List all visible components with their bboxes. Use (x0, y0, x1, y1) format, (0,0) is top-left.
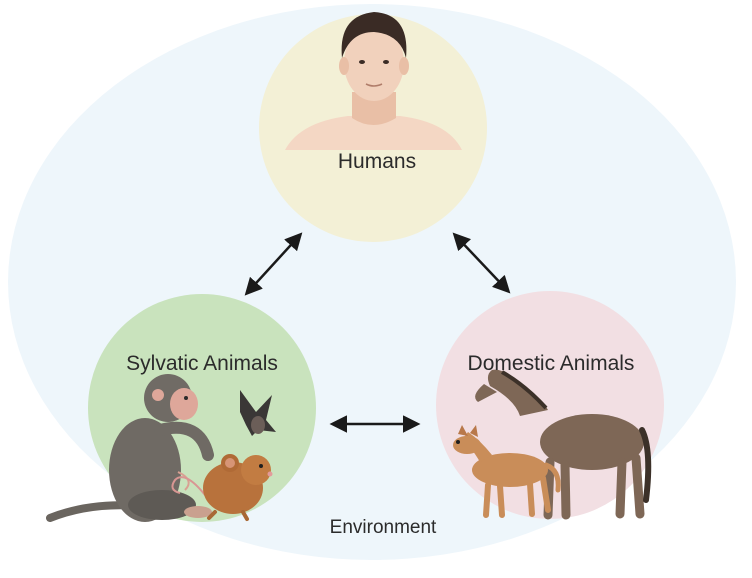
man-portrait-icon (285, 12, 462, 150)
domestic-animals-label: Domestic Animals (468, 352, 635, 375)
monkey-icon (46, 374, 214, 522)
sylvatic-animals-label: Sylvatic Animals (126, 352, 278, 375)
bat-icon (240, 390, 276, 436)
horse-icon (475, 369, 652, 520)
arrow-humans-domestic (452, 232, 511, 294)
arrow-humans-sylvatic (244, 232, 303, 296)
environment-label: Environment (330, 517, 437, 538)
humans-label: Humans (338, 150, 416, 173)
mouse-icon (171, 454, 273, 521)
dog-icon (453, 425, 561, 518)
